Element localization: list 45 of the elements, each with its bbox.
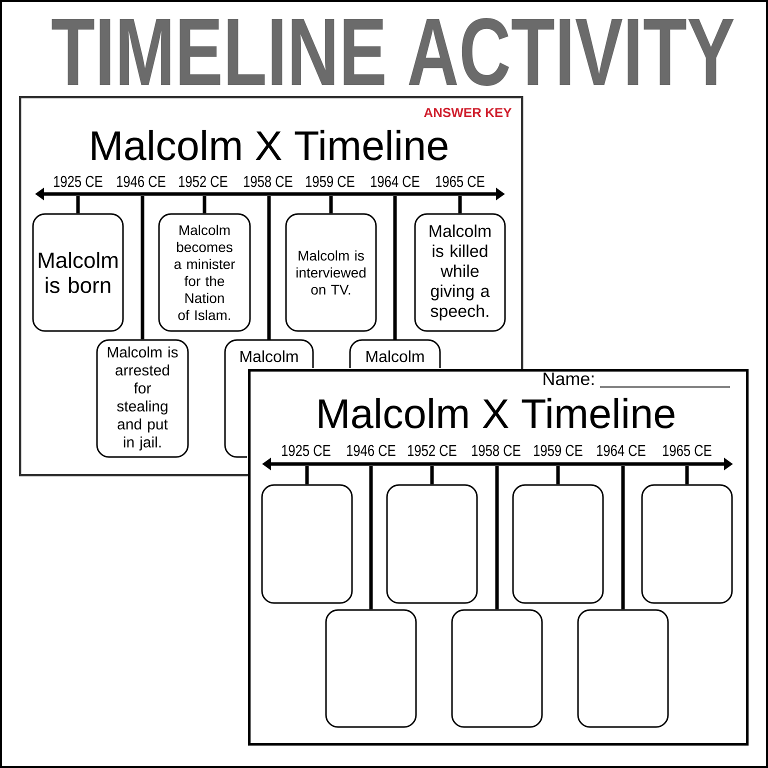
year-label: 1958 CE [472, 444, 520, 456]
answer-box [641, 484, 733, 604]
worksheet-title: Malcolm X Timeline [92, 130, 448, 160]
year-label: 1964 CE [597, 444, 646, 456]
timeline-stem [430, 466, 434, 484]
page-title: TIMELINE ACTIVITY [52, 18, 734, 86]
year-label: 1959 CE [534, 444, 582, 456]
year-label: 1959 CE [306, 176, 354, 188]
timeline-stem [369, 466, 373, 610]
timeline-stem [140, 196, 144, 340]
timeline-stem [329, 196, 333, 214]
timeline-stem [305, 466, 309, 484]
year-label: 1958 CE [244, 176, 292, 188]
answer-box [451, 609, 543, 728]
event-box: Malcolm is killed while giving a speech. [414, 213, 506, 332]
timeline-stem [267, 196, 271, 340]
answer-key-label: ANSWER KEY [424, 108, 512, 118]
timeline-stem [556, 466, 560, 484]
answer-box [386, 484, 478, 604]
timeline-stem [458, 196, 462, 214]
year-label: 1965 CE [436, 176, 484, 188]
name-label: Name: [544, 372, 594, 386]
year-label: 1964 CE [371, 176, 420, 188]
year-label: 1952 CE [179, 176, 228, 188]
year-label: 1946 CE [117, 176, 166, 188]
event-box: Malcolm becomes a minister for the Nation of Islam. [158, 213, 251, 332]
answer-box [325, 609, 417, 728]
timeline-stem [621, 466, 625, 610]
answer-box [261, 484, 353, 604]
worksheet-title: Malcolm X Timeline [319, 398, 674, 428]
timeline-stem [495, 466, 499, 610]
event-box: Malcolm [349, 339, 441, 368]
event-box: Malcolm is born [32, 213, 124, 332]
timeline-stem [393, 196, 397, 340]
answer-box [512, 484, 604, 604]
answer-box [577, 609, 669, 728]
year-label: 1965 CE [663, 444, 712, 456]
timeline-stem [76, 196, 80, 214]
year-label: 1925 CE [54, 176, 102, 188]
year-label: 1946 CE [347, 444, 396, 456]
event-box: Malcolm is interviewed on TV. [285, 213, 377, 332]
event-box: Malcolm is arrested for stealing and put in jail. [96, 339, 189, 458]
timeline-stem [685, 466, 689, 484]
year-label: 1952 CE [408, 444, 456, 456]
timeline-stem [202, 196, 206, 214]
